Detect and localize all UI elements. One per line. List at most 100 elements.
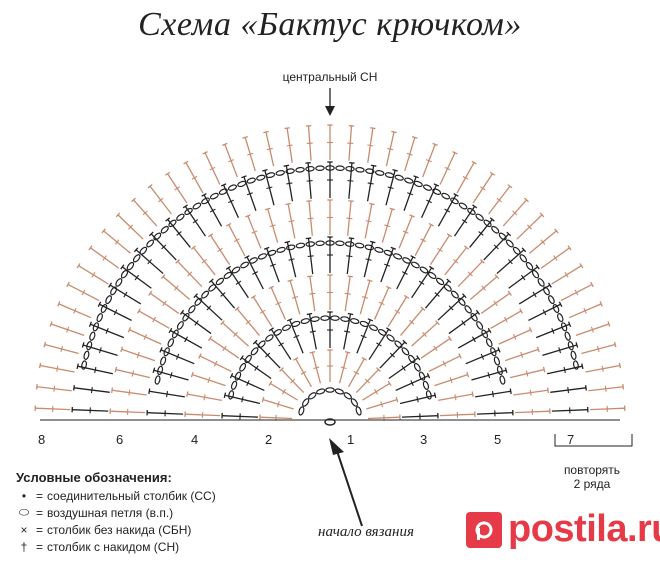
chain-stitch	[564, 331, 571, 341]
double-crochet-mark-cap	[193, 293, 198, 299]
double-crochet-mark-bar	[136, 351, 140, 358]
double-crochet-mark-bar	[449, 377, 453, 384]
chain-stitch	[192, 202, 202, 210]
double-crochet-mark-bar	[247, 152, 254, 156]
chain-stitch	[567, 341, 574, 351]
double-crochet-mark-cap	[306, 312, 313, 316]
double-crochet-mark-bar	[307, 217, 314, 220]
double-crochet-mark-cap	[395, 396, 399, 403]
double-crochet-mark-bar	[378, 301, 385, 306]
double-crochet-mark-bar	[387, 147, 394, 151]
double-crochet-mark-bar	[187, 271, 193, 277]
double-crochet-mark-cap	[244, 255, 250, 259]
double-crochet-mark-cap	[509, 388, 512, 395]
double-crochet-mark-cap	[88, 245, 93, 251]
chain-stitch	[201, 290, 210, 299]
double-crochet-mark-cap	[268, 380, 273, 387]
double-crochet-mark-bar	[344, 330, 351, 333]
chain-stitch	[325, 165, 335, 171]
chain-stitch	[435, 277, 445, 286]
double-crochet-mark-cap	[226, 222, 232, 227]
chain-stitch	[265, 334, 274, 342]
chain-stitch	[394, 174, 404, 181]
double-crochet-mark-bar	[123, 291, 128, 298]
chain-stitch	[273, 328, 283, 336]
double-crochet-mark-bar	[406, 152, 413, 156]
double-crochet-mark-bar	[520, 351, 524, 358]
row-number-6: 6	[116, 432, 124, 447]
double-crochet-mark-bar	[266, 186, 273, 190]
double-crochet-mark-cap	[471, 160, 477, 165]
double-crochet-mark-cap	[428, 222, 434, 227]
double-crochet-mark-bar	[380, 401, 384, 408]
double-crochet-mark-cap	[242, 136, 248, 139]
double-crochet-mark-bar	[425, 159, 432, 163]
double-crochet-mark-bar	[525, 370, 529, 377]
row-number-4: 4	[191, 432, 199, 447]
double-crochet-mark-bar	[254, 365, 259, 371]
chain-stitch	[425, 390, 432, 400]
double-crochet-mark-cap	[558, 301, 563, 307]
double-crochet-mark-cap	[73, 385, 75, 391]
legend-eq: =	[36, 488, 44, 503]
chain-stitch	[481, 329, 489, 339]
double-crochet-mark-cap	[148, 388, 151, 395]
double-crochet-mark-cap	[453, 192, 459, 197]
double-crochet-mark-cap	[108, 282, 113, 288]
double-crochet-mark-cap	[403, 294, 410, 299]
chain-stitch	[355, 406, 362, 416]
double-crochet-mark-cap	[433, 392, 437, 399]
double-crochet-mark-cap	[208, 278, 214, 284]
watermark[interactable]: postila.ru	[466, 508, 660, 551]
double-crochet-mark-bar	[353, 370, 360, 375]
double-crochet-mark-cap	[347, 312, 354, 316]
double-crochet-mark-bar	[526, 224, 532, 230]
chain-stitch	[402, 257, 412, 264]
double-crochet-mark-bar	[281, 388, 287, 395]
postila-logo-icon	[466, 511, 502, 548]
chain-stitch	[404, 177, 414, 184]
chain-stitch	[171, 329, 179, 339]
double-crochet-mark-cap	[101, 228, 106, 234]
chain-stitch	[432, 188, 442, 195]
double-crochet-mark-cap	[190, 371, 194, 378]
chain-stitch	[537, 278, 545, 287]
double-crochet-mark-cap	[234, 306, 240, 311]
double-crochet-mark-cap	[524, 197, 529, 203]
chain-stitch	[525, 261, 534, 271]
row-number-2: 2	[265, 432, 273, 447]
chain-stitch	[96, 313, 103, 323]
double-crochet-mark-cap	[207, 233, 214, 238]
double-crochet-mark-bar	[574, 289, 579, 296]
chain-stitch	[384, 172, 395, 179]
double-crochet-mark-cap	[344, 350, 351, 354]
legend-item-double-crochet: † = столбик с накидом (СН)	[16, 538, 316, 555]
double-crochet-mark-cap	[293, 357, 299, 361]
double-crochet-mark-cap	[613, 341, 617, 348]
double-crochet-mark-cap	[361, 357, 367, 361]
legend: Условные обозначения: • = соединительный…	[16, 470, 316, 555]
double-crochet-mark-cap	[387, 380, 392, 387]
double-crochet-mark-bar	[275, 301, 282, 306]
chain-stitch	[315, 165, 325, 172]
double-crochet-mark-cap	[183, 160, 189, 165]
chain-stitch	[281, 324, 292, 332]
double-crochet-mark-cap	[420, 306, 426, 311]
double-crochet-mark-cap	[475, 309, 481, 315]
center-arrow-head	[325, 106, 335, 116]
double-crochet-mark-bar	[128, 389, 131, 396]
double-crochet-mark-bar	[286, 182, 293, 185]
double-crochet-mark-bar	[143, 333, 148, 340]
double-crochet-mark-cap	[348, 200, 354, 202]
chain-stitch	[330, 315, 340, 321]
double-crochet-mark-bar	[567, 387, 570, 394]
chain-stitch	[394, 340, 403, 349]
double-crochet-mark-bar	[288, 220, 295, 223]
double-crochet-mark-bar	[291, 296, 299, 299]
chain-stitch	[300, 318, 310, 325]
double-crochet-mark-bar	[207, 377, 211, 384]
chain-stitch	[176, 321, 184, 330]
chain-stitch	[572, 360, 579, 370]
double-crochet-mark-bar	[407, 192, 414, 196]
double-crochet-mark-bar	[461, 219, 468, 224]
